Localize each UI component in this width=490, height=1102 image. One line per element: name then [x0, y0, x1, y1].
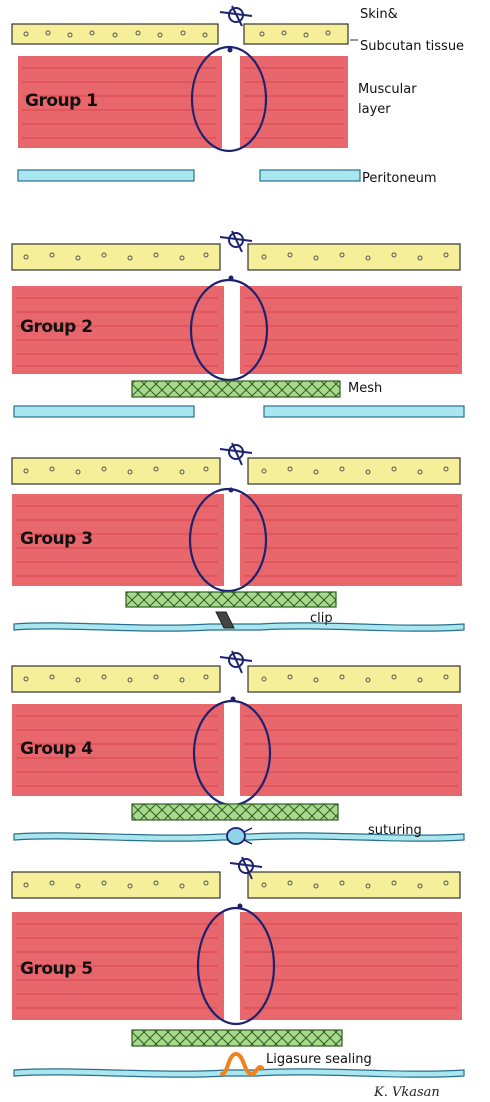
mesh-patch: [126, 592, 336, 607]
mesh-patch: [132, 804, 338, 820]
peritoneum-layer: [14, 406, 464, 417]
peritoneum-label: Peritoneum: [362, 171, 437, 186]
group-label: Group 3: [20, 529, 93, 549]
group-label: Group 2: [20, 317, 93, 337]
group-5-panel: Group 5 Ligasure sealing K. Vkasan: [12, 857, 464, 1100]
suture-knot-icon: [227, 828, 245, 844]
skin-label: Skin&: [360, 7, 398, 22]
group-2-panel: Group 2 Mesh: [12, 231, 464, 417]
mesh-patch: [132, 1030, 342, 1046]
clip-label: clip: [310, 611, 333, 626]
peritoneum-layer: [14, 1069, 464, 1077]
mesh-label: Mesh: [348, 381, 382, 396]
muscle-label-2: layer: [358, 102, 391, 117]
skin-layer: [12, 666, 460, 692]
ligasure-label: Ligasure sealing: [266, 1052, 372, 1067]
skin-layer: [12, 24, 348, 44]
group-4-panel: Group 4 suturing: [12, 651, 464, 844]
group-label: Group 1: [25, 91, 98, 111]
group-1-panel: Group 1 Skin& Subcutan tissue Muscular l…: [12, 6, 464, 186]
skin-layer: [12, 458, 460, 484]
signature: K. Vkasan: [373, 1085, 440, 1100]
group-label: Group 5: [20, 959, 93, 979]
subcutan-label: Subcutan tissue: [360, 39, 464, 54]
muscle-label: Muscular: [358, 82, 417, 97]
skin-layer: [12, 872, 460, 898]
group-label: Group 4: [20, 739, 93, 759]
mesh-patch: [132, 381, 340, 397]
peritoneum-layer: [14, 623, 464, 631]
group-3-panel: Group 3 clip: [12, 443, 464, 631]
peritoneum-layer: [18, 170, 360, 181]
suturing-label: suturing: [368, 823, 422, 838]
